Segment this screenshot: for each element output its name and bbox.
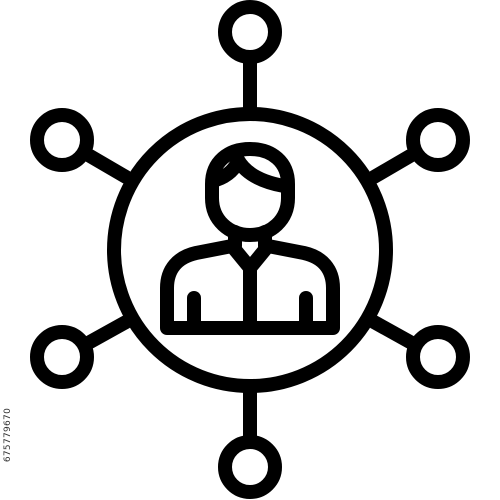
node-top-right <box>406 108 470 172</box>
node-top-left <box>30 108 94 172</box>
node-top <box>218 0 282 64</box>
node-bottom-left <box>30 325 94 389</box>
person-head <box>205 142 295 242</box>
node-bottom <box>218 435 282 499</box>
connector-top-left <box>83 149 133 184</box>
connector-bottom-right <box>367 315 417 349</box>
connector-bottom-left <box>83 315 133 349</box>
node-bottom-right <box>406 325 470 389</box>
person-hair <box>209 153 291 193</box>
connector-top-right <box>367 149 417 184</box>
central-ring <box>107 107 393 393</box>
